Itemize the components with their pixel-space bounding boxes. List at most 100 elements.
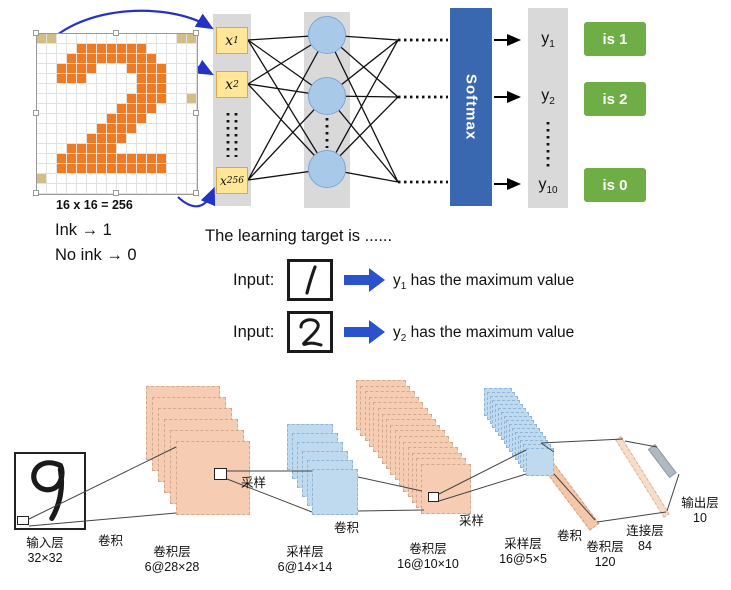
grid-cell (47, 84, 57, 94)
grid-cell (67, 114, 77, 124)
grid-cell (97, 104, 107, 114)
grid-cell (67, 124, 77, 134)
grid-cell (147, 124, 157, 134)
ink-rule-text: Ink → 1 (55, 221, 112, 239)
grid-cell (157, 64, 167, 74)
grid-cell (67, 164, 77, 174)
grid-cell (77, 34, 87, 44)
layer-name: 连接层 (626, 524, 664, 538)
x1-sub: 1 (233, 35, 239, 46)
handwritten-digit-box-1 (287, 259, 333, 301)
layer-name: 输入层 (26, 536, 64, 550)
grid-cell (87, 64, 97, 74)
grid-cell (37, 74, 47, 84)
grid-cell (157, 94, 167, 104)
grid-cell (97, 94, 107, 104)
grid-cell (57, 44, 67, 54)
grid-cell (57, 184, 67, 194)
grid-cell (107, 124, 117, 134)
grid-cell (77, 44, 87, 54)
input-row1-label: Input: (233, 271, 275, 289)
grid-cell (117, 104, 127, 114)
grid-cell (117, 44, 127, 54)
learning-target-title: The learning target is ...... (205, 227, 393, 245)
grid-cell (107, 144, 117, 154)
grid-cell (147, 94, 157, 104)
grid-cell (187, 54, 197, 64)
grid-cell (167, 94, 177, 104)
grid-cell (87, 184, 97, 194)
grid-cell (187, 114, 197, 124)
grid-caption: 16 x 16 = 256 (56, 198, 133, 212)
grid-cell (117, 114, 127, 124)
dotted-rows (398, 38, 448, 184)
grid-cell (107, 104, 117, 114)
grid-cell (47, 114, 57, 124)
grid-cell (127, 184, 137, 194)
layer-size: 6@28×28 (144, 560, 200, 574)
grid-cell (47, 94, 57, 104)
grid-cell (97, 144, 107, 154)
grid-cell (117, 154, 127, 164)
grid-cell (77, 114, 87, 124)
grid-cell (177, 134, 187, 144)
grid-cell (77, 94, 87, 104)
output-node-y10: y10 (528, 176, 568, 196)
grid-cell (67, 84, 77, 94)
grid-cell (147, 144, 157, 154)
grid-cell (97, 74, 107, 84)
grid-cell (117, 134, 127, 144)
grid-cell (127, 54, 137, 64)
conv2-feature-map (420, 464, 471, 514)
grid-cell (97, 84, 107, 94)
grid-cell (167, 174, 177, 184)
grid-cell (157, 124, 167, 134)
grid-cell (117, 64, 127, 74)
grid-cell (107, 74, 117, 84)
grid-cell (127, 144, 137, 154)
grid-cell (147, 154, 157, 164)
grid-cell (137, 104, 147, 114)
grid-cell (37, 144, 47, 154)
grid-cell (117, 94, 127, 104)
result1-rest: has the maximum value (406, 272, 575, 289)
fully-connected-layer-bar (615, 436, 670, 518)
grid-cell (67, 64, 77, 74)
result-row1-text: y1 has the maximum value (393, 272, 574, 292)
right-block-arrow-icon (344, 267, 386, 298)
grid-cell (97, 124, 107, 134)
grid-cell (187, 134, 197, 144)
grid-cell (107, 44, 117, 54)
grid-cell (177, 104, 187, 114)
receptive-field-box (17, 516, 29, 525)
grid-cell (137, 44, 147, 54)
grid-cell (77, 174, 87, 184)
layer-name: 输出层 (681, 496, 719, 510)
result2-var: y (393, 324, 401, 341)
grid-cell (47, 174, 57, 184)
result2-sub: 2 (400, 333, 407, 345)
grid-cell (117, 84, 127, 94)
grid-cell (47, 34, 57, 44)
grid-cell (57, 84, 67, 94)
grid-cell (117, 174, 127, 184)
grid-cell (127, 164, 137, 174)
grid-cell (167, 144, 177, 154)
selection-handle (193, 30, 199, 36)
grid-cell (57, 104, 67, 114)
grid-cell (37, 124, 47, 134)
grid-cell (177, 114, 187, 124)
grid-cell (147, 174, 157, 184)
grid-cell (187, 64, 197, 74)
x2-sub: 2 (233, 79, 239, 90)
grid-cell (127, 84, 137, 94)
grid-cell (87, 134, 97, 144)
grid-cell (107, 184, 117, 194)
grid-cell (187, 164, 197, 174)
grid-cell (47, 64, 57, 74)
conv1-feature-map (176, 441, 250, 515)
grid-cell (37, 44, 47, 54)
grid-cell (167, 184, 177, 194)
op-label-pool: 采样 (459, 514, 485, 528)
